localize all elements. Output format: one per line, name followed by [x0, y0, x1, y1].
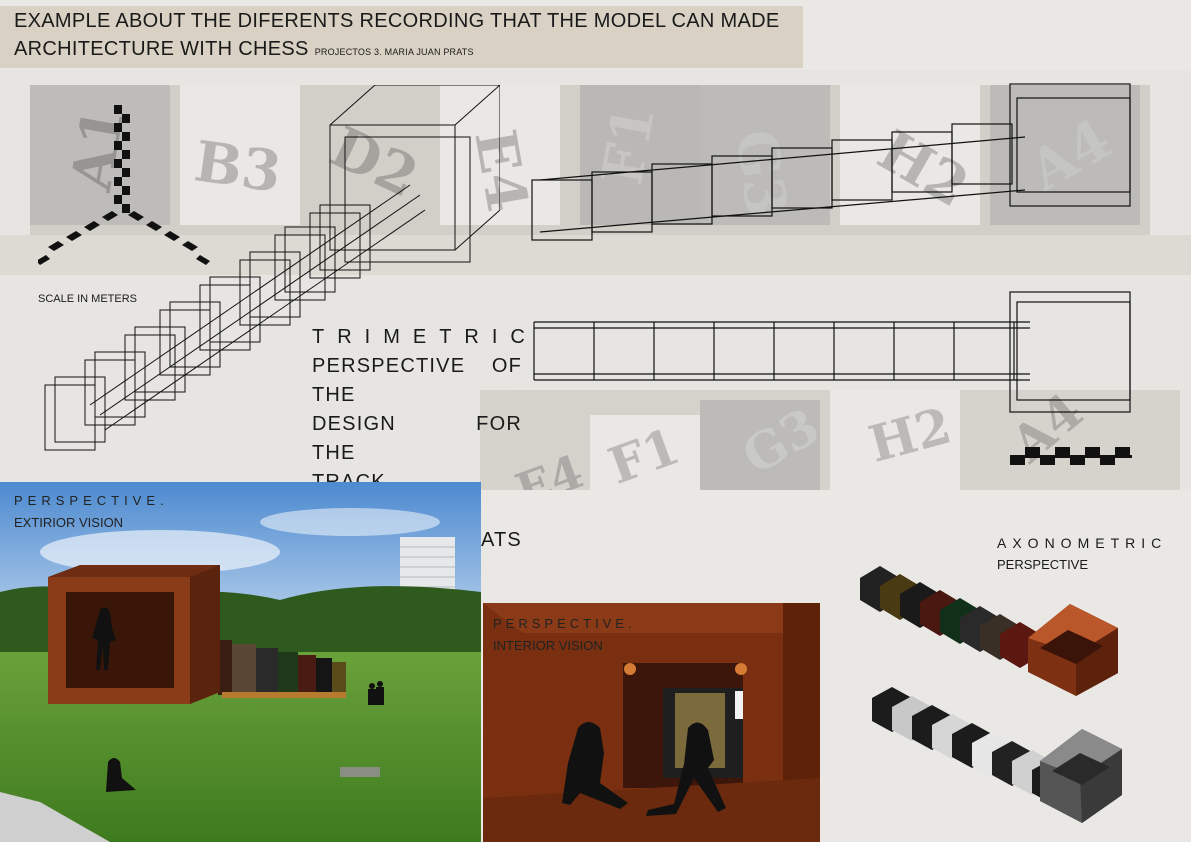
title-banner: [0, 6, 803, 68]
elevation-view-drawing: [533, 291, 1131, 413]
trimetric-line2: PERSPECTIVE OF THE: [312, 355, 522, 406]
exterior-label-sub: EXTIRIOR VISION: [14, 515, 124, 530]
exterior-label-heading: PERSPECTIVE.: [14, 493, 169, 508]
scale-label: SCALE IN METERS: [38, 293, 138, 305]
page-title: EXAMPLE ABOUT THE DIFERENTS RECORDING TH…: [14, 10, 780, 32]
axonometric-colored-track-image: [860, 566, 1118, 696]
axonometric-monochrome-track-image: [872, 687, 1122, 823]
page-title-line2: ARCHITECTURE WITH CHESS PROJECTOS 3. MARI…: [14, 38, 474, 61]
page-title-text: ARCHITECTURE WITH CHESS: [14, 38, 309, 60]
trimetric-line3: DESIGN FOR THE: [312, 413, 522, 464]
trimetric-wireframe-drawing: [44, 85, 500, 451]
trimetric-line1: TRIMETRIC: [312, 326, 538, 348]
chess-label: G3: [722, 126, 799, 221]
scale-axes-icon: [38, 105, 210, 265]
interior-render-image: [483, 603, 820, 842]
exterior-render-image: [0, 482, 481, 842]
interior-label-sub: INTERIOR VISION: [493, 638, 603, 653]
interior-label-heading: PERSPECTIVE.: [493, 616, 636, 631]
scale-bar-icon: [1010, 447, 1132, 465]
chess-label: E4: [461, 125, 540, 217]
page-subtitle: PROJECTOS 3. MARIA JUAN PRATS: [314, 47, 474, 57]
plan-view-drawing: [531, 83, 1131, 241]
axonometric-subheading: PERSPECTIVE: [997, 557, 1089, 572]
axonometric-heading: AXONOMETRIC: [997, 535, 1168, 551]
chess-label: B3: [191, 128, 286, 205]
